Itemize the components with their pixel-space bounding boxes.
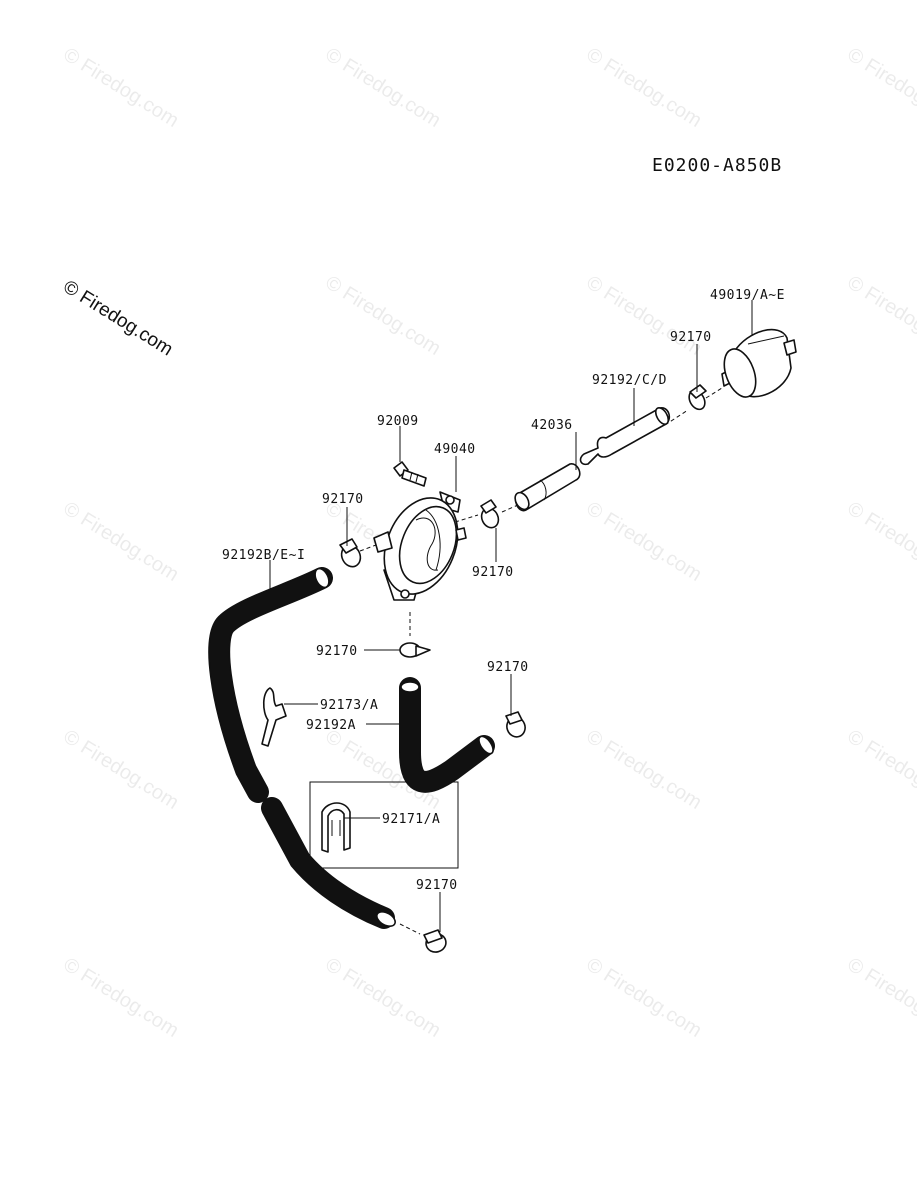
watermark-text: © Firedog.com <box>582 44 705 132</box>
clamp-pump-right <box>480 499 500 529</box>
label-clamp-pump-right: 92170 <box>472 565 514 580</box>
label-clip-small: 92173/A <box>320 698 378 713</box>
hose-top <box>579 407 671 466</box>
watermark-text: © Firedog.com <box>59 44 182 132</box>
clip-small <box>261 687 287 747</box>
watermark-text: © Firedog.com <box>321 272 444 360</box>
fuel-pump <box>373 491 467 601</box>
fuel-filter <box>721 328 797 398</box>
watermark-grid: © Firedog.com © Firedog.com © Firedog.co… <box>59 44 917 1042</box>
watermark-text: © Firedog.com <box>843 498 917 586</box>
watermark-text: © Firedog.com <box>321 954 444 1042</box>
watermark-text: © Firedog.com <box>59 954 182 1042</box>
clamp-pump-left <box>339 538 362 568</box>
label-clamp-elbow-end: 92170 <box>487 660 529 675</box>
watermark-text: © Firedog.com <box>321 726 444 814</box>
watermark-text: © Firedog.com <box>843 44 917 132</box>
hose-elbow <box>399 677 495 793</box>
clamp-elbow-end <box>505 711 526 738</box>
watermark-text: © Firedog.com <box>321 44 444 132</box>
label-clamp-top-right: 92170 <box>670 330 712 345</box>
label-hose-elbow: 92192A <box>306 718 356 733</box>
label-hose-top: 92192/C/D <box>592 373 667 388</box>
watermark-text: © Firedog.com <box>843 272 917 360</box>
center-axis <box>359 387 723 935</box>
clamp-bottom <box>423 929 447 953</box>
clip-boxed-frame <box>309 781 459 869</box>
hose-long <box>208 567 396 929</box>
label-fuel-filter: 49019/A~E <box>710 288 785 303</box>
watermark-text: © Firedog.com <box>582 498 705 586</box>
clamp-top-right <box>688 384 707 411</box>
label-clip-boxed: 92171/A <box>382 812 440 827</box>
watermark-main: © Firedog.com <box>59 276 176 360</box>
bolt <box>393 461 427 487</box>
watermark-text: © Firedog.com <box>843 726 917 814</box>
hose-joint <box>514 463 581 512</box>
label-joint: 42036 <box>531 418 573 433</box>
label-fuel-pump: 49040 <box>434 442 476 457</box>
watermark-text: © Firedog.com <box>582 954 705 1042</box>
label-clamp-pump-bottom: 92170 <box>316 644 358 659</box>
label-clamp-bottom: 92170 <box>416 878 458 893</box>
watermark-text: © Firedog.com <box>582 272 705 360</box>
part-labels: 49019/A~E 92170 92192/C/D 42036 92009 49… <box>222 288 785 893</box>
clamp-pump-bottom <box>399 642 431 658</box>
watermark-text: © Firedog.com <box>843 954 917 1042</box>
label-hose-long: 92192B/E~I <box>222 548 305 563</box>
label-bolt: 92009 <box>377 414 419 429</box>
label-clamp-pump-left: 92170 <box>322 492 364 507</box>
leader-lines <box>269 300 753 932</box>
diagram-code: E0200-A850B <box>652 155 782 176</box>
watermark-text: © Firedog.com <box>582 726 705 814</box>
watermark-text: © Firedog.com <box>59 498 182 586</box>
clip-boxed <box>321 802 351 853</box>
watermark-text: © Firedog.com <box>59 726 182 814</box>
